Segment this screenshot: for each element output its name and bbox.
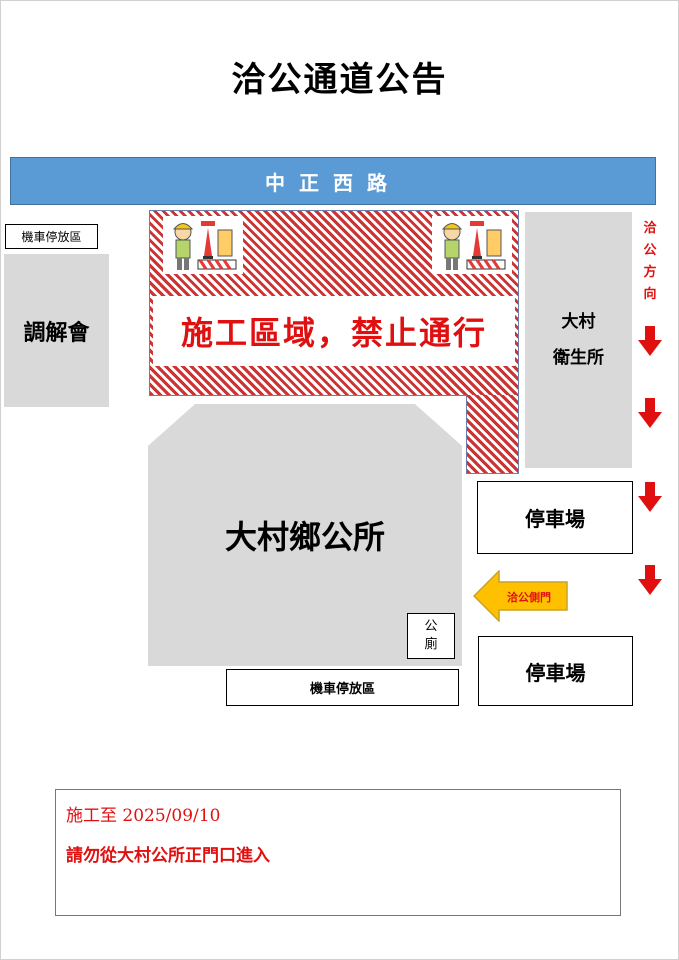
health-center: 大村 衛生所: [525, 212, 632, 468]
direction-char: 方: [643, 265, 657, 280]
public-toilet: 公 廁: [407, 613, 455, 659]
mediation-committee: 調解會: [4, 254, 109, 407]
moto-parking-left: 機車停放區: [5, 224, 98, 249]
down-arrow-icon: [638, 398, 662, 428]
left-arrow-icon: [473, 570, 568, 622]
road-zhongzheng-west: 中正西路: [10, 157, 656, 205]
construction-warning: 施工區域，禁止通行: [153, 296, 515, 366]
notice-line-instruction: 請勿從大村公所正門口進入: [66, 846, 270, 866]
health-center-line1: 大村: [561, 312, 596, 332]
down-arrow-icon: [638, 482, 662, 512]
parking-lot-top: 停車場: [477, 481, 633, 554]
toilet-line2: 廁: [424, 637, 438, 652]
notice-line-date: 施工至 2025/09/10: [66, 806, 221, 826]
direction-char: 向: [643, 287, 657, 302]
construction-worker-icon: [163, 216, 243, 274]
down-arrow-icon: [638, 565, 662, 595]
notice-box: 施工至 2025/09/10 請勿從大村公所正門口進入: [55, 789, 621, 916]
parking-lot-bottom: 停車場: [478, 636, 633, 706]
toilet-line1: 公: [424, 619, 438, 634]
page-title: 洽公通道公告: [231, 59, 448, 100]
construction-zone-extension: [466, 395, 519, 474]
side-door-label: 洽公側門: [507, 591, 551, 604]
direction-label: 洽 公 方 向: [638, 218, 662, 306]
construction-worker-icon: [432, 216, 512, 274]
direction-char: 洽: [643, 221, 657, 236]
direction-char: 公: [643, 243, 657, 258]
moto-parking-bottom: 機車停放區: [226, 669, 459, 706]
health-center-line2: 衛生所: [553, 348, 604, 368]
down-arrow-icon: [638, 326, 662, 356]
